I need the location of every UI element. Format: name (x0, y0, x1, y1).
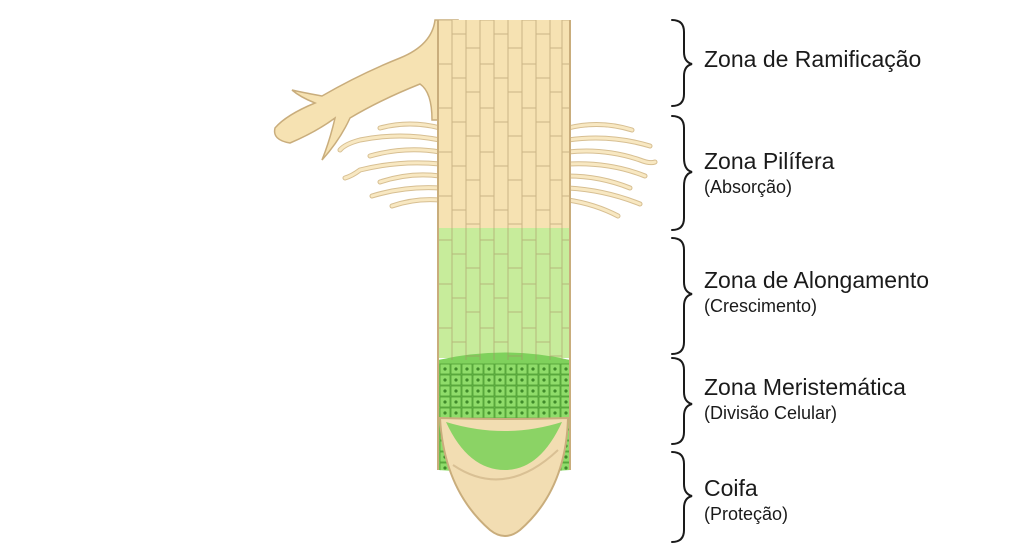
cell-nucleus (487, 389, 491, 393)
cell-nucleus (564, 455, 568, 459)
cell-nucleus (476, 389, 480, 393)
cell-nucleus (454, 367, 458, 371)
zone-subtitle: (Absorção) (704, 177, 793, 198)
cell-nucleus (465, 378, 469, 382)
cell-nucleus (465, 367, 469, 371)
cell-nucleus (542, 411, 546, 415)
cell-nucleus (476, 400, 480, 404)
zone-label-alongamento: Zona de Alongamento (Crescimento) (704, 267, 929, 317)
cell-nucleus (553, 378, 557, 382)
zone-title: Zona Pilífera (704, 148, 835, 174)
cell-nucleus (487, 400, 491, 404)
root-mature-region (438, 20, 570, 232)
cell-nucleus (509, 389, 513, 393)
cell-nucleus (443, 367, 447, 371)
cell-nucleus (443, 411, 447, 415)
zone-title: Coifa (704, 475, 758, 501)
cell-nucleus (476, 378, 480, 382)
cell-nucleus (498, 400, 502, 404)
cell-nucleus (531, 378, 535, 382)
cell-nucleus (443, 378, 447, 382)
cell-nucleus (443, 466, 447, 470)
cell-nucleus (476, 411, 480, 415)
bracket-ramificacao (671, 19, 693, 107)
bracket-meristematica (671, 357, 693, 445)
cell-nucleus (531, 367, 535, 371)
cell-nucleus (454, 389, 458, 393)
elongation-region (438, 228, 570, 358)
zone-label-ramificacao: Zona de Ramificação (704, 46, 921, 72)
cell-nucleus (553, 411, 557, 415)
cell-nucleus (531, 389, 535, 393)
cell-nucleus (564, 466, 568, 470)
cell-nucleus (443, 400, 447, 404)
cell-nucleus (454, 411, 458, 415)
cell-nucleus (498, 378, 502, 382)
bracket-coifa (671, 451, 693, 543)
cell-nucleus (487, 378, 491, 382)
cell-nucleus (542, 400, 546, 404)
cell-nucleus (553, 400, 557, 404)
cell-nucleus (542, 378, 546, 382)
cell-nucleus (564, 378, 568, 382)
cell-nucleus (520, 378, 524, 382)
cell-nucleus (465, 389, 469, 393)
cell-nucleus (564, 389, 568, 393)
zone-label-meristematica: Zona Meristemática (Divisão Celular) (704, 374, 906, 424)
cell-nucleus (498, 367, 502, 371)
zone-subtitle: (Crescimento) (704, 296, 818, 317)
cell-nucleus (542, 367, 546, 371)
cell-nucleus (520, 400, 524, 404)
cell-nucleus (542, 389, 546, 393)
zone-label-coifa: Coifa (Proteção) (704, 475, 788, 525)
zone-label-pilifera: Zona Pilífera (Absorção) (704, 148, 834, 198)
cell-nucleus (498, 389, 502, 393)
zone-subtitle: (Divisão Celular) (704, 403, 838, 424)
zone-brackets (671, 19, 693, 543)
cell-nucleus (465, 411, 469, 415)
cell-nucleus (520, 367, 524, 371)
cell-nucleus (487, 367, 491, 371)
cell-nucleus (564, 400, 568, 404)
zone-title: Zona Meristemática (704, 374, 906, 400)
cell-nucleus (509, 378, 513, 382)
zone-title: Zona de Alongamento (704, 267, 930, 293)
bracket-alongamento (671, 237, 693, 355)
cell-nucleus (564, 411, 568, 415)
lateral-root (273, 19, 459, 161)
cell-nucleus (520, 411, 524, 415)
cell-nucleus (498, 411, 502, 415)
cell-nucleus (553, 367, 557, 371)
cell-nucleus (443, 389, 447, 393)
cell-nucleus (487, 411, 491, 415)
cell-nucleus (531, 400, 535, 404)
zone-subtitle: (Proteção) (704, 504, 789, 525)
zone-title: Zona de Ramificação (704, 46, 922, 72)
cell-nucleus (520, 389, 524, 393)
cell-nucleus (476, 367, 480, 371)
cell-nucleus (564, 367, 568, 371)
cell-nucleus (454, 378, 458, 382)
bracket-pilifera (671, 115, 693, 231)
cell-nucleus (454, 400, 458, 404)
cell-nucleus (553, 389, 557, 393)
cell-nucleus (509, 367, 513, 371)
cell-nucleus (465, 400, 469, 404)
cell-nucleus (509, 400, 513, 404)
cell-nucleus (531, 411, 535, 415)
cell-nucleus (509, 411, 513, 415)
